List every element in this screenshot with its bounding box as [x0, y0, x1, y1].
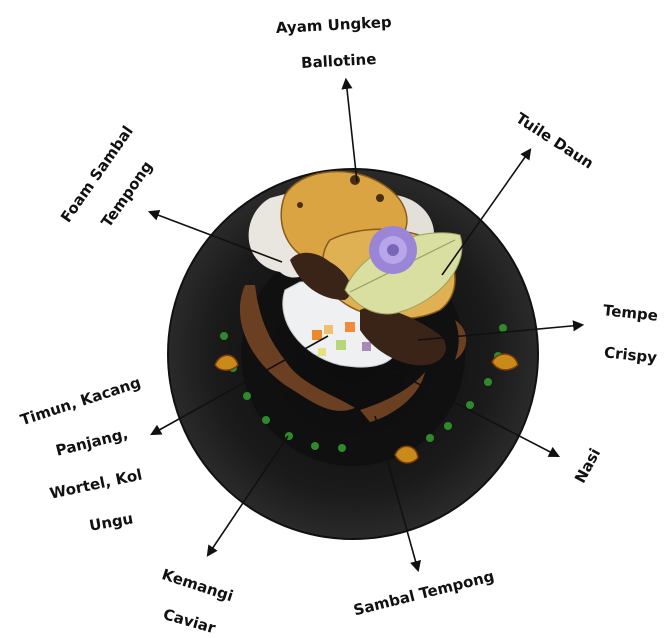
label-kemangi-line1: Kemangi [160, 565, 236, 605]
label-timun-line1: Timun, Kacang [18, 373, 143, 429]
label-ayam-line1: Ayam Ungkep [275, 13, 392, 37]
label-tempe-line2: Crispy [603, 343, 658, 366]
label-sambal: Sambal Tempong [352, 567, 496, 619]
label-timun-line3: Wortel, Kol [48, 466, 144, 503]
label-nasi: Nasi [571, 445, 604, 486]
arrow-ayam [346, 80, 357, 182]
label-ayam-line2: Ballotine [301, 50, 377, 72]
label-timun-line4: Ungu [88, 509, 135, 534]
label-timun-line2: Panjang, [54, 424, 130, 459]
flower-garnish [369, 226, 417, 274]
label-tuile: Tuile Daun [513, 109, 597, 173]
label-kemangi-line2: Caviar [161, 605, 218, 637]
label-tempe-line1: Tempe [602, 301, 659, 325]
